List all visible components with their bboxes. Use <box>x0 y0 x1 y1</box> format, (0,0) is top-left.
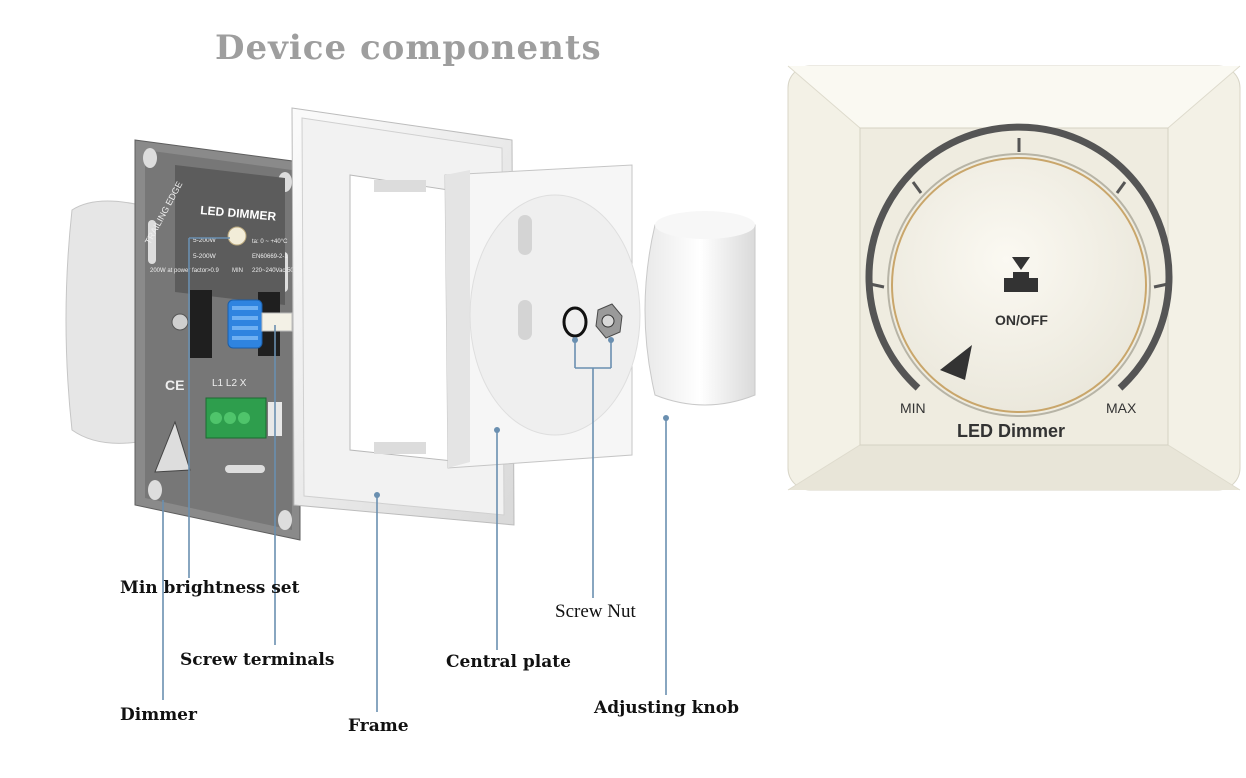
central-plate <box>444 164 641 469</box>
front-view: ON/OFF MIN MAX LED Dimmer <box>787 65 1241 491</box>
label-min-brightness: Min brightness set <box>120 578 300 598</box>
min-label: MIN <box>900 400 926 416</box>
spec-line-3: 200W at power factor>0.9 <box>150 268 220 274</box>
max-label: MAX <box>1106 400 1137 416</box>
adjusting-knob <box>644 211 756 406</box>
terminal-labels: L1 L2 X <box>212 378 247 389</box>
onoff-down-arrow-icon <box>1012 257 1030 270</box>
knob-dot <box>663 415 669 421</box>
label-screw-nut: Screw Nut <box>555 601 636 622</box>
dimmer-module: LED DIMMER TRAILING EDGE 5-200W 5-200W 2… <box>65 139 301 541</box>
spec-line-5: ta: 0 ~ +40°C <box>252 239 288 245</box>
washer <box>562 306 588 338</box>
label-dimmer: Dimmer <box>120 705 197 725</box>
svg-text:CE: CE <box>165 377 184 393</box>
scale-arc <box>865 123 1173 391</box>
spec-line-2: 5-200W <box>193 253 217 260</box>
pointer-icon <box>940 345 972 380</box>
page-title: Device components <box>215 28 602 68</box>
min-brightness-pot <box>227 226 247 246</box>
label-central-plate: Central plate <box>446 652 571 672</box>
label-screw-terminals: Screw terminals <box>180 650 335 670</box>
leader-lines <box>162 237 667 712</box>
nut-dot <box>608 337 614 343</box>
dimmer-module-name: LED DIMMER <box>200 203 277 224</box>
central-plate-dot <box>494 427 500 433</box>
spec-line-1: 5-200W <box>193 237 217 244</box>
onoff-switch-icon <box>1004 278 1038 292</box>
frame-dot <box>374 492 380 498</box>
washer-dot <box>572 337 578 343</box>
product-name: LED Dimmer <box>957 421 1065 441</box>
spec-line-4: MIN <box>232 268 243 274</box>
label-adjusting-knob: Adjusting knob <box>594 698 739 718</box>
spec-line-6: EN60669-2-1 <box>252 254 288 260</box>
spec-line-7: 220~240Vac 50 <box>252 268 294 274</box>
onoff-label: ON/OFF <box>995 312 1048 328</box>
label-frame: Frame <box>348 716 409 736</box>
